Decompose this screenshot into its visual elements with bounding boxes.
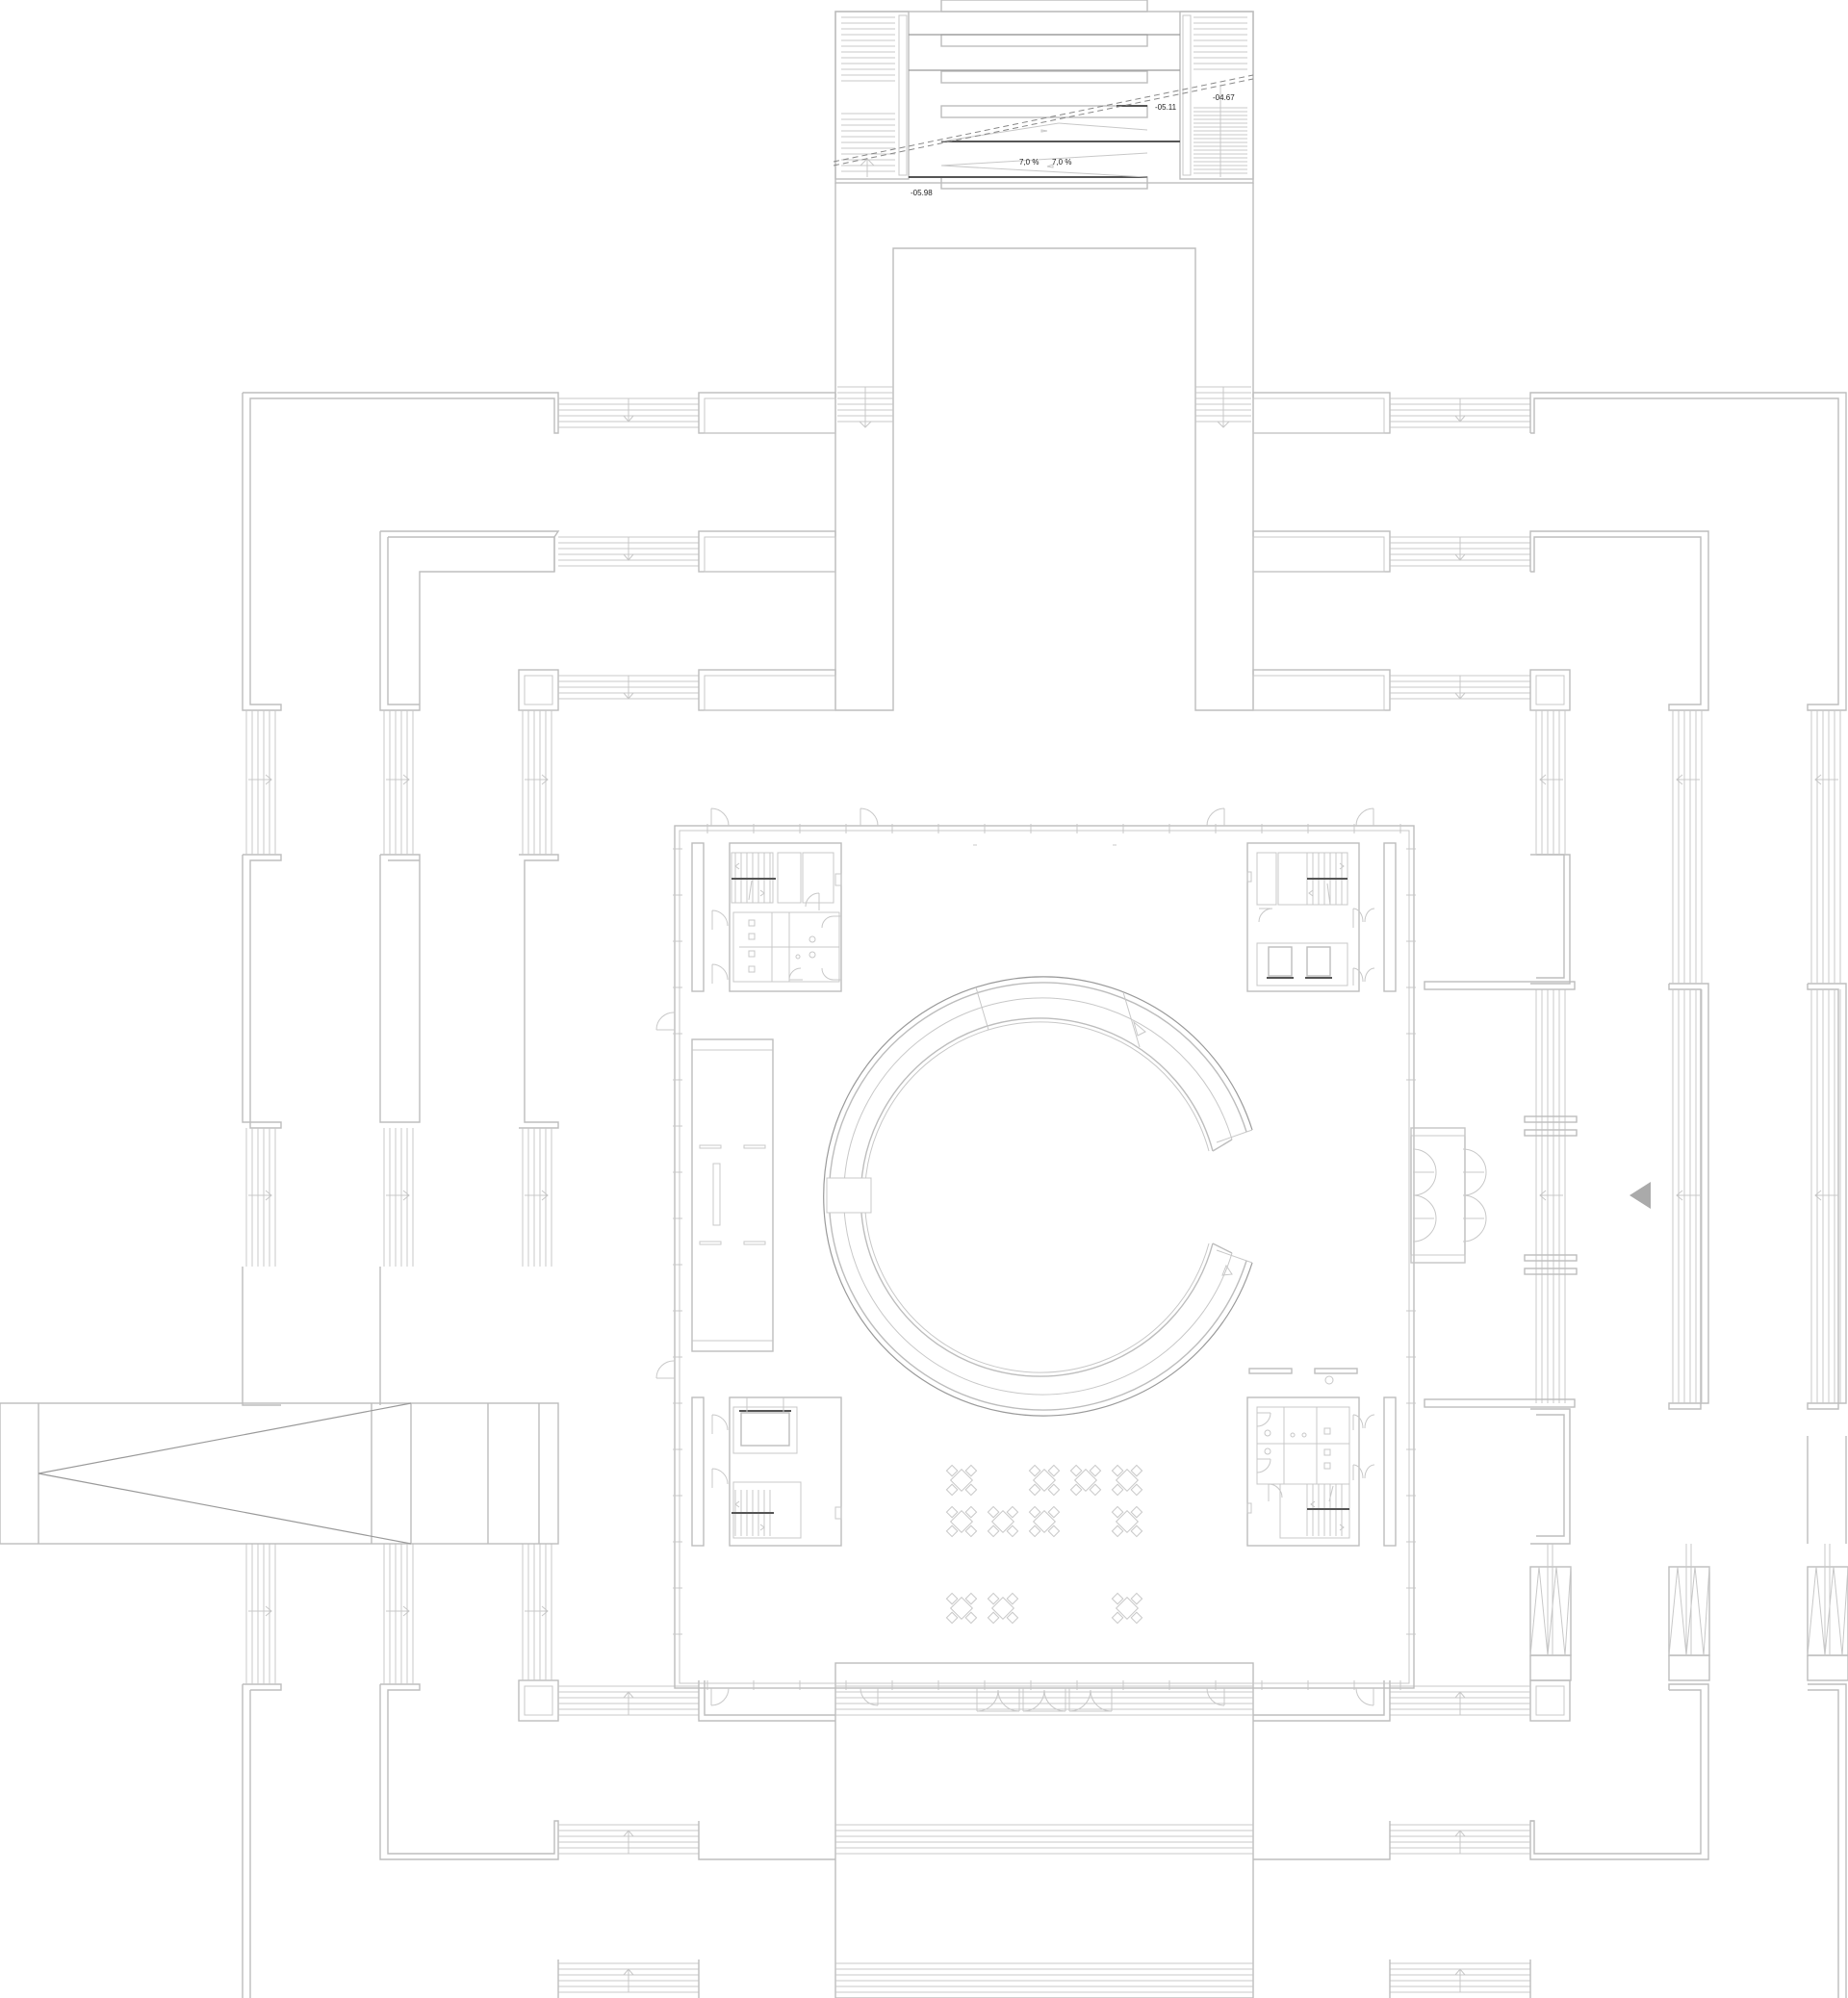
level-label-left: -05.98 [911,189,933,197]
central-building [655,807,1487,1712]
left-frames [242,392,836,1998]
core-se [1246,1396,1397,1547]
level-label-right: -04.67 [1213,93,1235,102]
core-nw [691,842,842,992]
circular-ramp [823,976,1253,1417]
cafe-seating [945,1464,1143,1625]
west-wedge-ramp [0,1402,559,1545]
right-frames [837,386,1848,1998]
slope-label-upper: 7,0 % [1019,158,1039,166]
north-corridor [834,183,1254,711]
ramp-area: -05.98 -05.11 -04.67 7,0 % 7,0 % [833,0,1254,197]
east-vestibule [1410,1127,1487,1264]
core-ne [1246,842,1397,992]
zigzag-stairs [1529,1544,1848,1681]
slope-label-lower: 7,0 % [1052,158,1071,166]
west-counter [691,1038,774,1352]
core-sw [691,1396,842,1547]
level-label-mid: -05.11 [1155,103,1177,112]
south-area [557,1662,1534,1998]
entrance-triangle-icon [1630,1182,1651,1209]
